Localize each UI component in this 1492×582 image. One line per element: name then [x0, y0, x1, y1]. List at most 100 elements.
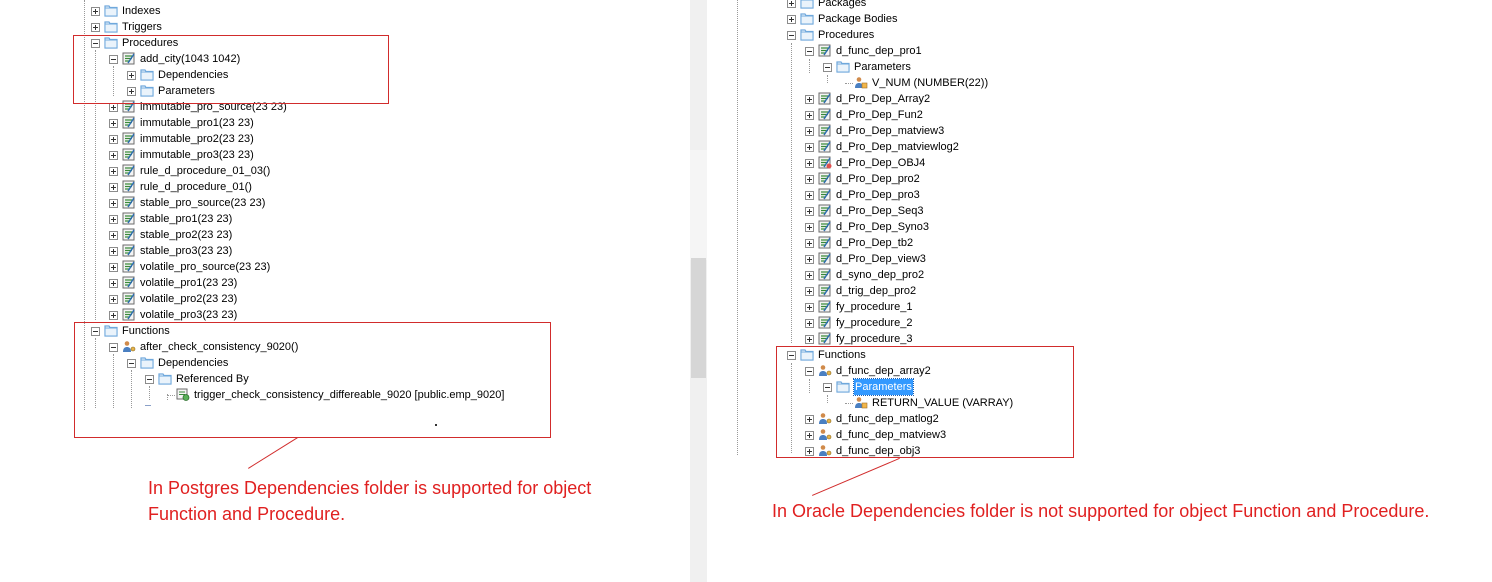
expand-icon[interactable]	[109, 311, 118, 320]
tree-node[interactable]: d_Pro_Dep_matview3	[707, 123, 1492, 139]
expand-icon[interactable]	[91, 7, 100, 16]
tree-node-label[interactable]: d_func_dep_pro1	[836, 45, 922, 57]
tree-node-label[interactable]: immutable_pro_source(23 23)	[140, 101, 287, 113]
tree-node-label[interactable]: Triggers	[122, 21, 162, 33]
tree-node-label[interactable]: d_Pro_Dep_pro2	[836, 173, 920, 185]
tree-node[interactable]: Dependencies	[0, 355, 690, 371]
tree-node-label[interactable]: Packages	[818, 0, 867, 9]
expand-icon[interactable]	[805, 159, 814, 168]
tree-node[interactable]: Indexes	[0, 3, 690, 19]
expand-icon[interactable]	[805, 127, 814, 136]
collapse-icon[interactable]	[787, 351, 796, 360]
tree-node[interactable]: d_func_dep_matlog2	[707, 411, 1492, 427]
tree-node[interactable]: add_city(1043 1042)	[0, 51, 690, 67]
tree-node[interactable]: immutable_pro2(23 23)	[0, 131, 690, 147]
tree-node[interactable]: after_check_consistency_9020()	[0, 339, 690, 355]
tree-node-label[interactable]: add_city(1043 1042)	[140, 53, 241, 65]
tree-node[interactable]: d_Pro_Dep_pro3	[707, 187, 1492, 203]
expand-icon[interactable]	[805, 175, 814, 184]
expand-icon[interactable]	[109, 279, 118, 288]
tree-node[interactable]: d_Pro_Dep_OBJ4	[707, 155, 1492, 171]
expand-icon[interactable]	[109, 199, 118, 208]
tree-node-label[interactable]: Package Bodies	[818, 13, 898, 25]
tree-node[interactable]: trigger_check_consistency_differeable_90…	[0, 387, 690, 403]
tree-node[interactable]: Dependencies	[0, 67, 690, 83]
tree-node[interactable]: fy_procedure_1	[707, 299, 1492, 315]
tree-node-label[interactable]: RETURN_VALUE (VARRAY)	[872, 397, 1014, 409]
tree-node[interactable]: V_NUM (NUMBER(22))	[707, 75, 1492, 91]
collapse-icon[interactable]	[127, 359, 136, 368]
expand-icon[interactable]	[127, 71, 136, 80]
tree-node[interactable]: volatile_pro3(23 23)	[0, 307, 690, 323]
tree-node-label[interactable]: d_Pro_Dep_tb2	[836, 237, 914, 249]
collapse-icon[interactable]	[787, 31, 796, 40]
tree-node[interactable]: Functions	[707, 347, 1492, 363]
tree-node-label[interactable]: fy_procedure_2	[836, 317, 913, 329]
collapse-icon[interactable]	[109, 55, 118, 64]
tree-node-label[interactable]: stable_pro_source(23 23)	[140, 197, 266, 209]
expand-icon[interactable]	[109, 167, 118, 176]
tree-node[interactable]: d_Pro_Dep_pro2	[707, 171, 1492, 187]
expand-icon[interactable]	[109, 215, 118, 224]
tree-node[interactable]: Procedures	[707, 27, 1492, 43]
tree-node[interactable]: Package Bodies	[707, 11, 1492, 27]
tree-node-label[interactable]: stable_pro1(23 23)	[140, 213, 233, 225]
tree-node[interactable]: d_Pro_Dep_Seq3	[707, 203, 1492, 219]
tree-node-label[interactable]: stable_pro2(23 23)	[140, 229, 233, 241]
tree-node[interactable]: stable_pro2(23 23)	[0, 227, 690, 243]
expand-icon[interactable]	[109, 151, 118, 160]
expand-icon[interactable]	[805, 255, 814, 264]
tree-node-label[interactable]: fy_procedure_3	[836, 333, 913, 345]
tree-node-label[interactable]: d_Pro_Dep_Array2	[836, 93, 931, 105]
tree-node-label[interactable]: d_func_dep_matview3	[836, 429, 947, 441]
expand-icon[interactable]	[805, 447, 814, 456]
tree-node-label[interactable]: d_Pro_Dep_Syno3	[836, 221, 929, 233]
tree-node-label[interactable]: d_Pro_Dep_view3	[836, 253, 926, 265]
scrollbar-thumb[interactable]	[691, 258, 706, 378]
tree-node[interactable]: volatile_pro1(23 23)	[0, 275, 690, 291]
tree-node-label[interactable]: V_NUM (NUMBER(22))	[872, 77, 989, 89]
tree-node[interactable]: d_Pro_Dep_Syno3	[707, 219, 1492, 235]
expand-icon[interactable]	[805, 287, 814, 296]
tree-node-label[interactable]: d_func_dep_obj3	[836, 445, 921, 457]
expand-icon[interactable]	[805, 431, 814, 440]
tree-node[interactable]: d_func_dep_pro1	[707, 43, 1492, 59]
expand-icon[interactable]	[109, 231, 118, 240]
tree-node-label[interactable]: volatile_pro2(23 23)	[140, 293, 238, 305]
tree-node-label[interactable]: d_Pro_Dep_pro3	[836, 189, 920, 201]
expand-icon[interactable]	[109, 119, 118, 128]
tree-node[interactable]: d_Pro_Dep_tb2	[707, 235, 1492, 251]
expand-icon[interactable]	[805, 303, 814, 312]
expand-icon[interactable]	[805, 223, 814, 232]
collapse-icon[interactable]	[823, 383, 832, 392]
tree-node[interactable]: d_func_dep_obj3	[707, 443, 1492, 459]
expand-icon[interactable]	[805, 415, 814, 424]
tree-node-label[interactable]: d_Pro_Dep_OBJ4	[836, 157, 926, 169]
tree-node[interactable]: d_Pro_Dep_Fun2	[707, 107, 1492, 123]
tree-node-label[interactable]: trigger_check_consistency_differeable_90…	[194, 389, 505, 401]
expand-icon[interactable]	[805, 143, 814, 152]
tree-node[interactable]: Functions	[0, 323, 690, 339]
tree-node[interactable]: volatile_pro_source(23 23)	[0, 259, 690, 275]
tree-node[interactable]: Procedures	[0, 35, 690, 51]
collapse-icon[interactable]	[145, 375, 154, 384]
tree-node-label[interactable]: Indexes	[122, 5, 161, 17]
expand-icon[interactable]	[109, 247, 118, 256]
tree-node[interactable]: d_Pro_Dep_Array2	[707, 91, 1492, 107]
expand-icon[interactable]	[109, 103, 118, 112]
collapse-icon[interactable]	[91, 327, 100, 336]
expand-icon[interactable]	[805, 335, 814, 344]
tree-node[interactable]: Packages	[707, 0, 1492, 11]
expand-icon[interactable]	[787, 15, 796, 24]
tree-node-label[interactable]: Parameters	[854, 61, 911, 73]
tree-node-label[interactable]: d_Pro_Dep_Seq3	[836, 205, 924, 217]
tree-node[interactable]: stable_pro1(23 23)	[0, 211, 690, 227]
tree-node-label[interactable]: volatile_pro_source(23 23)	[140, 261, 271, 273]
panel-splitter[interactable]	[690, 0, 707, 582]
collapse-icon[interactable]	[805, 367, 814, 376]
tree-node-label[interactable]: d_Pro_Dep_matview3	[836, 125, 945, 137]
expand-icon[interactable]	[805, 111, 814, 120]
tree-node[interactable]: rule_d_procedure_01()	[0, 179, 690, 195]
tree-node-label[interactable]: d_func_dep_matlog2	[836, 413, 939, 425]
